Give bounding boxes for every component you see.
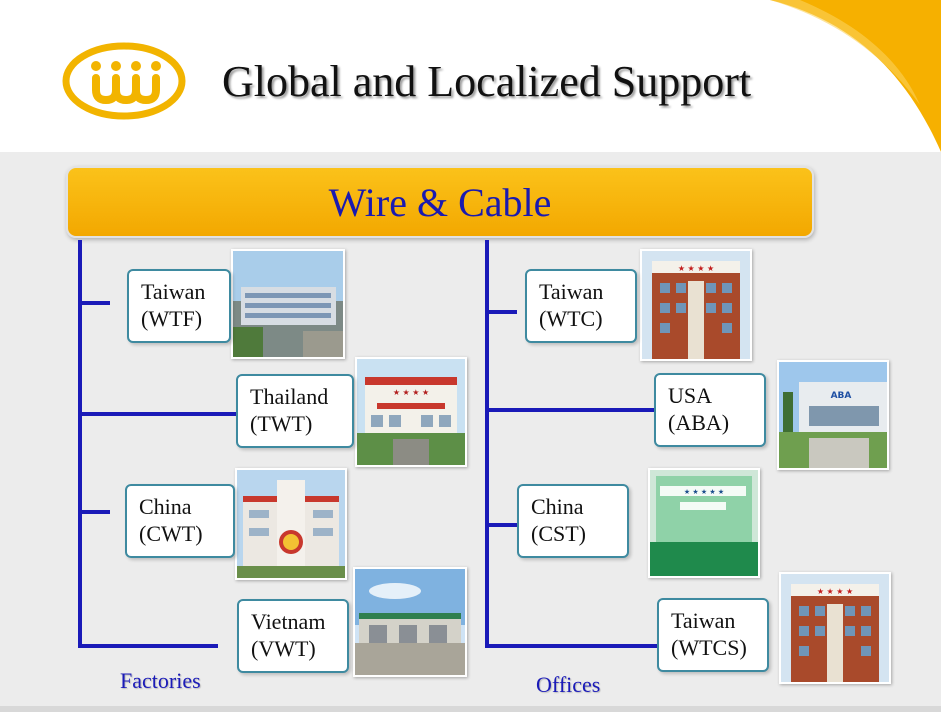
site-name: Thailand bbox=[250, 384, 329, 409]
corner-swoosh-graphic bbox=[770, 0, 941, 152]
offices-trunk-line bbox=[485, 240, 489, 648]
svg-text:★ ★ ★ ★: ★ ★ ★ ★ bbox=[678, 264, 714, 273]
site-name: Vietnam bbox=[251, 609, 326, 634]
site-name: Taiwan bbox=[141, 279, 206, 304]
office-box-usa-aba: USA (ABA) bbox=[654, 373, 766, 447]
site-code: (CST) bbox=[531, 521, 586, 546]
connector-line bbox=[78, 510, 110, 514]
office-box-taiwan-wtcs: Taiwan (WTCS) bbox=[657, 598, 769, 672]
svg-text:ABA: ABA bbox=[831, 391, 852, 401]
site-code: (WTC) bbox=[539, 306, 603, 331]
site-code: (WTCS) bbox=[671, 635, 747, 660]
connector-line bbox=[485, 408, 655, 412]
category-banner: Wire & Cable bbox=[66, 166, 814, 238]
connector-line bbox=[78, 412, 238, 416]
factories-trunk-line bbox=[78, 240, 82, 648]
factory-box-thailand-twt: Thailand (TWT) bbox=[236, 374, 354, 448]
svg-text:★ ★ ★ ★: ★ ★ ★ ★ bbox=[393, 388, 429, 397]
connector-line bbox=[78, 644, 218, 648]
site-code: (WTF) bbox=[141, 306, 203, 331]
factory-photo-vietnam-vwt bbox=[353, 567, 467, 677]
office-photo-china-cst: ★ ★ ★ ★ ★ bbox=[648, 468, 760, 578]
site-name: USA bbox=[668, 383, 713, 408]
office-box-taiwan-wtc: Taiwan (WTC) bbox=[525, 269, 637, 343]
banner-label: Wire & Cable bbox=[328, 179, 552, 225]
office-box-china-cst: China (CST) bbox=[517, 484, 629, 558]
offices-caption: Offices bbox=[536, 672, 601, 697]
site-name: China bbox=[531, 494, 584, 519]
company-logo bbox=[62, 42, 186, 120]
site-code: (CWT) bbox=[139, 521, 203, 546]
factory-photo-thailand-twt: ★ ★ ★ ★ bbox=[355, 357, 467, 467]
factory-photo-china-cwt bbox=[235, 468, 347, 580]
office-photo-taiwan-wtcs: ★ ★ ★ ★ bbox=[779, 572, 891, 684]
connector-line bbox=[485, 310, 517, 314]
site-name: Taiwan bbox=[539, 279, 604, 304]
site-code: (TWT) bbox=[250, 411, 313, 436]
factory-box-taiwan-wtf: Taiwan (WTF) bbox=[127, 269, 231, 343]
svg-text:★ ★ ★ ★ ★: ★ ★ ★ ★ ★ bbox=[684, 488, 724, 496]
office-photo-taiwan-wtc: ★ ★ ★ ★ bbox=[640, 249, 752, 361]
factory-photo-taiwan-wtf bbox=[231, 249, 345, 359]
bottom-strip bbox=[0, 706, 941, 712]
factory-box-vietnam-vwt: Vietnam (VWT) bbox=[237, 599, 349, 673]
svg-text:★ ★ ★ ★: ★ ★ ★ ★ bbox=[817, 587, 853, 596]
site-code: (VWT) bbox=[251, 636, 316, 661]
connector-line bbox=[485, 644, 657, 648]
site-code: (ABA) bbox=[668, 410, 730, 435]
connector-line bbox=[485, 523, 517, 527]
site-name: China bbox=[139, 494, 192, 519]
factories-caption: Factories bbox=[120, 668, 201, 693]
site-name: Taiwan bbox=[671, 608, 736, 633]
factory-box-china-cwt: China (CWT) bbox=[125, 484, 235, 558]
office-photo-usa-aba: ABA bbox=[777, 360, 889, 470]
page-title: Global and Localized Support bbox=[222, 57, 752, 106]
connector-line bbox=[78, 301, 110, 305]
